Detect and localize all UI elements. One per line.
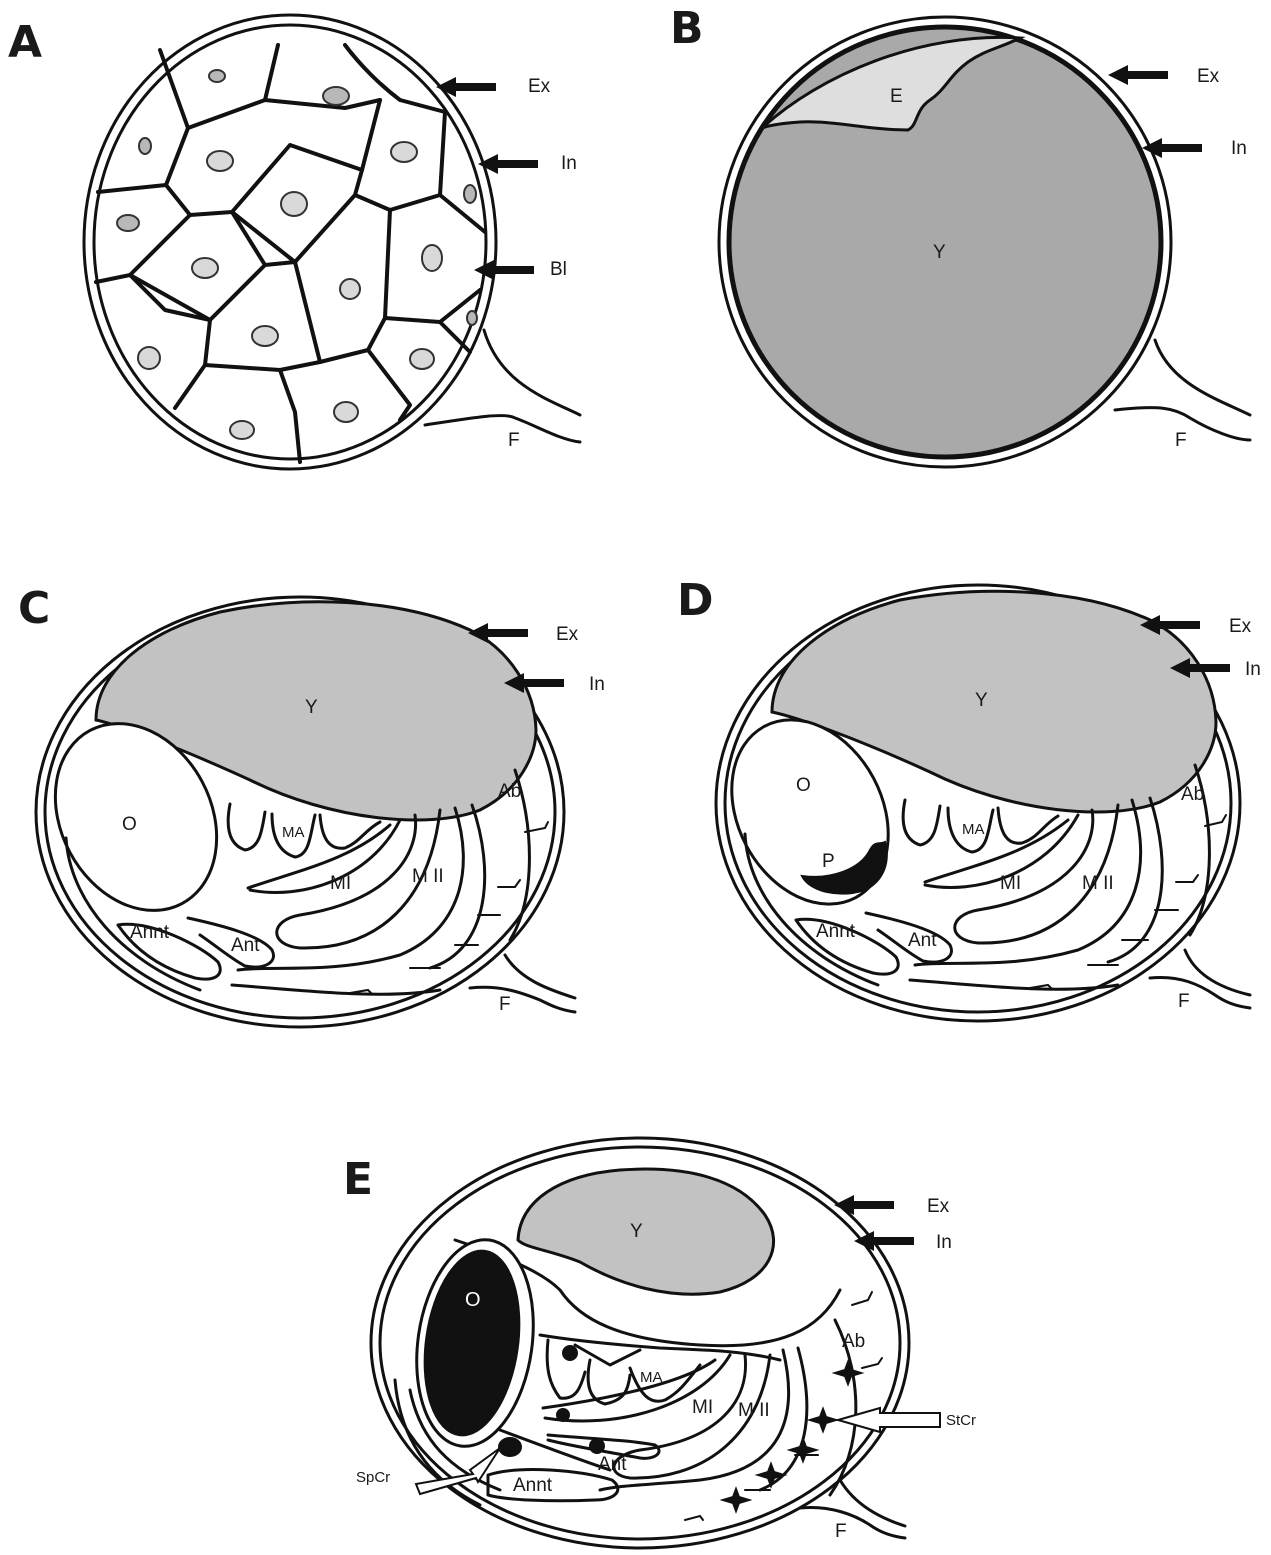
panel-d-filament [1185, 950, 1250, 995]
panel-d-label-o: O [796, 775, 811, 796]
panel-c-letter: C [18, 583, 50, 634]
panel-d-letter: D [677, 575, 714, 626]
panel-d-label-ex: Ex [1229, 616, 1252, 637]
panel-b-label-y: Y [933, 242, 946, 263]
panel-c-label-annt: Annt [130, 922, 170, 943]
panel-a-label-bl: Bl [550, 259, 567, 280]
panel-e-label-y: Y [630, 1221, 643, 1242]
panel-b-label-in: In [1231, 138, 1247, 159]
panel-e-label-spcr: SpCr [356, 1469, 390, 1486]
panel-d: D [677, 575, 1261, 1021]
panel-e-label-stcr: StCr [946, 1412, 976, 1429]
panel-e-label-annt: Annt [513, 1475, 553, 1496]
panel-a-filament [484, 330, 580, 415]
panel-d-label-mi: MI [1000, 873, 1021, 894]
panel-d-label-in: In [1245, 659, 1261, 680]
panel-c-label-ma: MA [282, 824, 305, 841]
panel-e-label-mii: M II [738, 1400, 770, 1421]
panel-c: C [18, 583, 605, 1027]
panel-d-label-mii: M II [1082, 873, 1114, 894]
panel-a-label-f: F [508, 430, 520, 451]
panel-c-label-ab: Ab [498, 781, 521, 802]
panel-c-label-o: O [122, 814, 137, 835]
panel-d-label-annt: Annt [816, 921, 856, 942]
panel-e-letter: E [343, 1154, 373, 1205]
panel-d-label-p: P [822, 851, 835, 872]
panel-d-filament-lower [1150, 977, 1250, 1008]
panel-e-label-o: O [465, 1289, 481, 1311]
panel-c-label-in: In [589, 674, 605, 695]
panel-b-label-e: E [890, 86, 903, 107]
panel-d-label-y: Y [975, 690, 988, 711]
panel-c-label-ex: Ex [556, 624, 579, 645]
panel-d-label-ant: Ant [908, 930, 937, 951]
panel-e: E [343, 1138, 976, 1548]
panel-e-label-ex: Ex [927, 1196, 950, 1217]
panel-c-label-mi: MI [330, 873, 351, 894]
panel-d-label-ma: MA [962, 821, 985, 838]
panel-b: B Ex In E Y F [670, 3, 1250, 467]
panel-b-letter: B [670, 3, 704, 54]
panel-d-label-ab: Ab [1181, 784, 1204, 805]
panel-a-label-in: In [561, 153, 577, 174]
panel-e-filament-lower [800, 1507, 905, 1538]
panel-c-label-y: Y [305, 697, 318, 718]
panel-c-label-f: F [499, 994, 511, 1015]
panel-a: A [8, 15, 580, 469]
panel-e-label-mi: MI [692, 1397, 713, 1418]
panel-b-label-ex: Ex [1197, 66, 1220, 87]
panel-a-filament-lower [425, 416, 580, 442]
panel-e-label-f: F [835, 1521, 847, 1542]
panel-c-filament-lower [470, 987, 575, 1012]
panel-a-label-ex: Ex [528, 76, 551, 97]
panel-e-label-ant: Ant [598, 1454, 627, 1475]
panel-b-ex-arrow [1108, 65, 1168, 85]
panel-b-filament [1155, 340, 1250, 415]
panel-e-label-in: In [936, 1232, 952, 1253]
panel-e-filament [840, 1480, 905, 1526]
panel-e-label-ma: MA [640, 1369, 663, 1386]
panel-e-label-ab: Ab [842, 1331, 865, 1352]
panel-b-label-f: F [1175, 430, 1187, 451]
panel-c-label-mii: M II [412, 866, 444, 887]
panel-a-letter: A [8, 17, 42, 68]
panel-c-label-ant: Ant [231, 935, 260, 956]
panel-d-label-f: F [1178, 991, 1190, 1012]
